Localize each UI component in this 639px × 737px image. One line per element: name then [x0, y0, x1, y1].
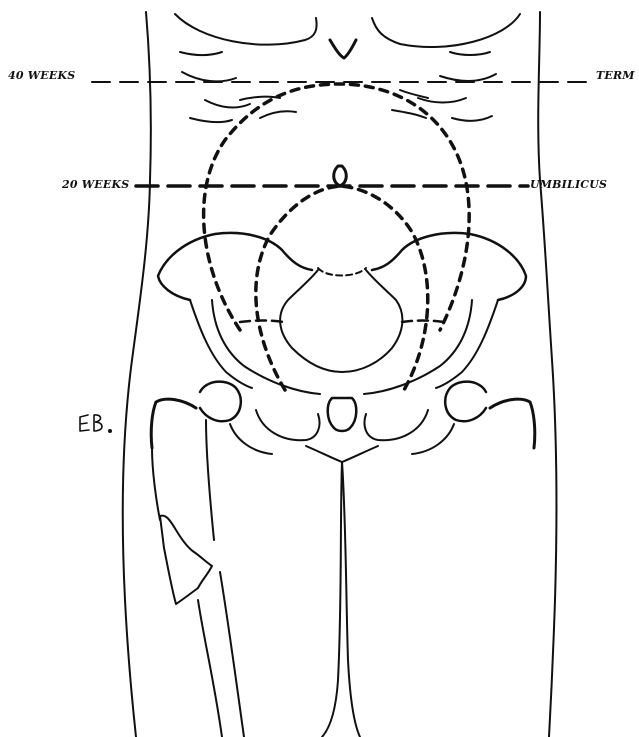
pelvic-brim-left	[240, 321, 284, 323]
chest-left-curve	[175, 14, 317, 45]
artist-signature	[76, 411, 120, 437]
femur-left-top	[151, 399, 196, 448]
label-term: TERM	[596, 69, 635, 82]
pelvis-left-wing	[158, 233, 312, 300]
torso-right-outline	[538, 12, 556, 737]
xiphoid-mark	[330, 40, 356, 58]
uterus-term-outline	[204, 84, 470, 330]
pelvis-right-wing	[372, 233, 526, 300]
label-umbilicus: UMBILICUS	[530, 178, 607, 191]
uterus-20wk-outline	[256, 186, 428, 390]
chest-right-curve	[372, 14, 520, 47]
femur-fracture	[160, 516, 212, 604]
femur-left-lower	[198, 572, 244, 737]
umbilicus-mark	[334, 166, 347, 186]
hip-left	[200, 382, 241, 422]
pelvis-outer-right	[436, 300, 498, 388]
label-20-weeks: 20 WEEKS	[62, 178, 129, 191]
hip-right	[445, 382, 486, 422]
femur-right-top	[490, 399, 535, 448]
leg-midline-right	[342, 462, 360, 737]
obturator-right	[365, 410, 429, 440]
sacrum-outline	[280, 270, 402, 372]
label-40-weeks: 40 WEEKS	[8, 69, 75, 82]
rib-marks	[180, 52, 496, 122]
obturator-left	[256, 410, 320, 440]
pelvis-outer-left	[190, 300, 252, 388]
pelvis-inner-right	[364, 300, 472, 394]
pubic-symphysis	[328, 398, 357, 431]
ischium-lower	[230, 424, 454, 454]
leg-midline	[322, 462, 342, 737]
pubic-arch	[306, 446, 378, 462]
sacrum-top	[318, 268, 366, 276]
torso-left-outline	[123, 12, 151, 737]
pelvic-brim-right	[402, 321, 444, 323]
